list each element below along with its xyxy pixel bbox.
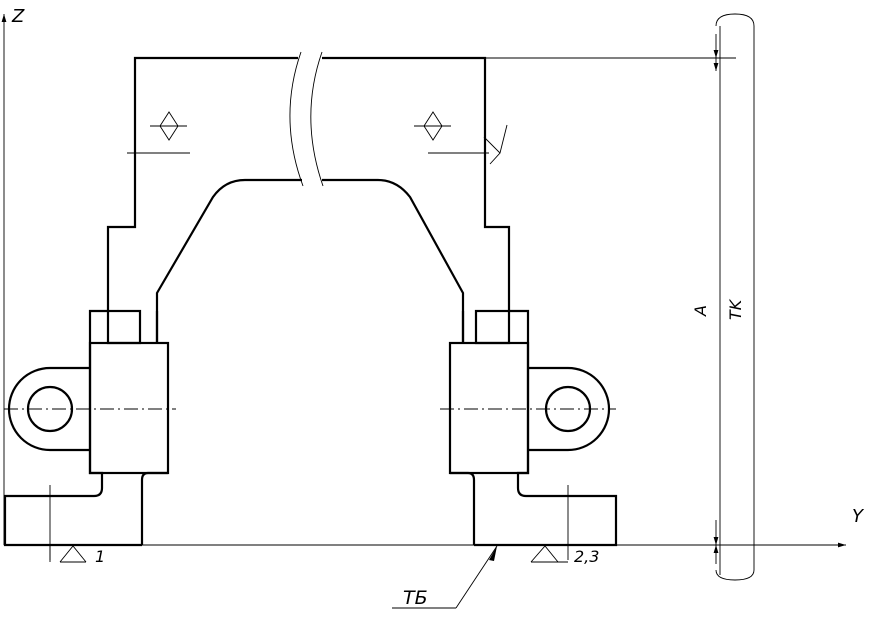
clamp-diamond-icon — [414, 111, 451, 141]
part-outline — [3, 56, 618, 547]
clamp-diamond-icon — [150, 111, 187, 141]
dimension-tk-label: TK — [726, 298, 745, 320]
base-23-label: 2,3 — [574, 547, 599, 566]
dimension-a-label: A — [691, 305, 710, 317]
y-axis-label: Y — [852, 506, 865, 527]
roughness-icon — [483, 124, 508, 165]
base-support-icon — [49, 545, 87, 563]
tb-leader — [392, 545, 498, 609]
z-axis-label: Z — [11, 6, 25, 27]
base-support-icon — [530, 545, 568, 563]
tb-label: ТБ — [403, 587, 428, 609]
extension-lines — [127, 57, 736, 154]
center-lines — [4, 408, 616, 560]
break-lines — [289, 51, 324, 187]
base-1-label: 1 — [95, 547, 105, 566]
dimension-line — [713, 13, 755, 581]
